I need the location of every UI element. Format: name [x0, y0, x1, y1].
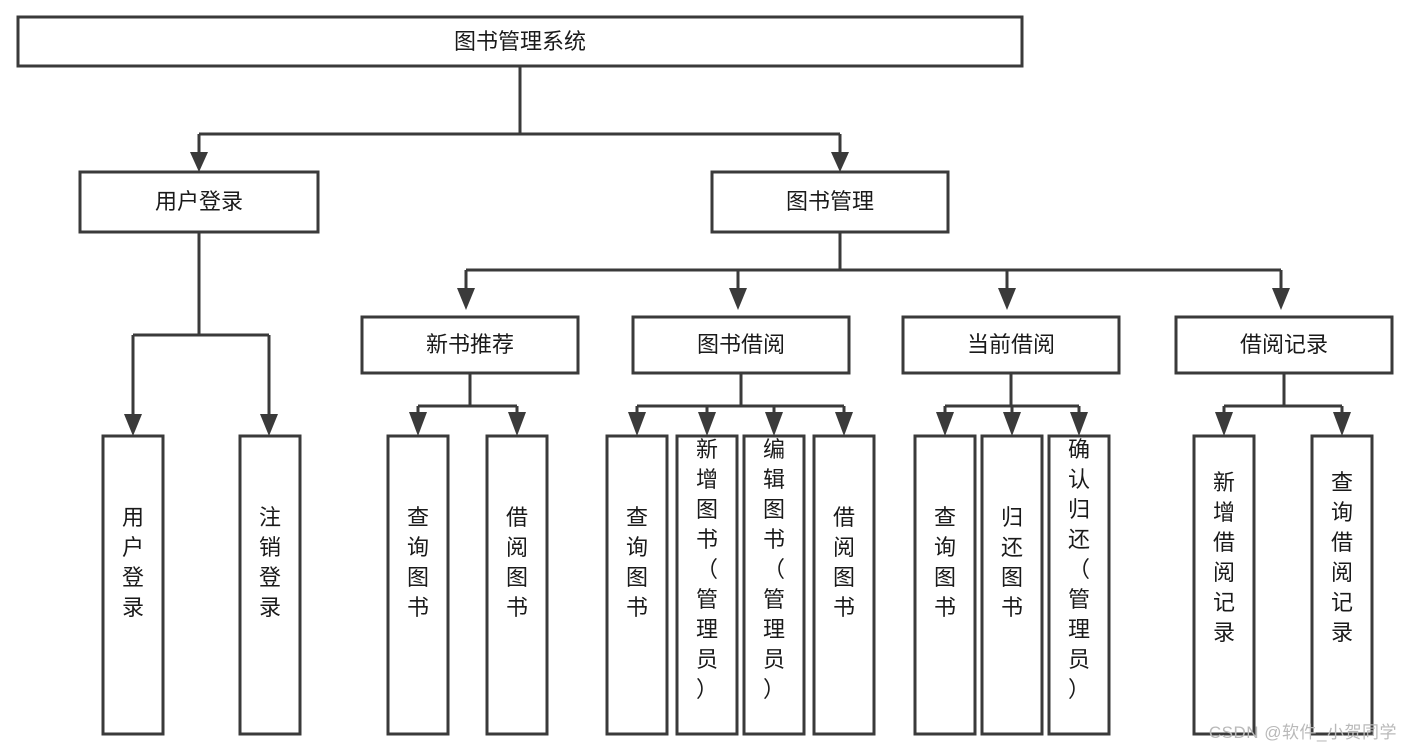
node-book-management-box[interactable] [710, 170, 950, 234]
arrow-current-borrow-leaf-0-icon [936, 412, 954, 436]
leaf-book-borrow-0-box[interactable] [605, 434, 669, 736]
leaf-borrow-record-0-box[interactable] [1192, 434, 1256, 736]
node-borrow-record[interactable]: 借阅记录 [1174, 315, 1394, 375]
watermark: CSDN @软件_小贺同学 [1208, 723, 1397, 742]
leaf-borrow-record-1-box[interactable] [1310, 434, 1374, 736]
leaf-current-borrow-1-label: 归还图书 [1001, 505, 1023, 620]
leaf-user-login-0-label: 用户登录 [122, 505, 144, 620]
node-current-borrow-label: 当前借阅 [967, 332, 1055, 357]
node-root-box[interactable] [16, 15, 1024, 68]
arrow-current-borrow-leaf-1-icon [1003, 412, 1021, 436]
arrow-to-book-mgmt-icon [831, 152, 849, 172]
arrow-new-book-leaf-1-icon [508, 412, 526, 436]
node-new-book-recommend-label: 新书推荐 [426, 332, 514, 357]
node-new-book-recommend[interactable]: 新书推荐 [360, 315, 580, 375]
leaf-new-book-1-label: 借阅图书 [506, 505, 528, 620]
leaf-current-borrow-1-box[interactable] [980, 434, 1044, 736]
leaf-book-borrow-2-label: 编辑图书（管理员） [763, 437, 785, 702]
leaf-book-borrow-3[interactable]: 借阅图书 [812, 434, 876, 736]
arrow-book-borrow-leaf-2-icon [765, 412, 783, 436]
leaf-user-login-1[interactable]: 注销登录 [238, 434, 302, 736]
arrow-to-user-login-icon [190, 152, 208, 172]
leaf-book-borrow-0-label: 查询图书 [626, 505, 648, 620]
arrow-to-new-book-icon [457, 288, 475, 310]
arrow-current-borrow-leaf-2-icon [1070, 412, 1088, 436]
leaf-book-borrow-3-label: 借阅图书 [833, 505, 855, 620]
node-new-book-recommend-box[interactable] [360, 315, 580, 375]
leaf-new-book-1-box[interactable] [485, 434, 549, 736]
leaf-user-login-0[interactable]: 用户登录 [101, 434, 165, 736]
leaf-book-borrow-2-box[interactable] [742, 434, 806, 736]
node-borrow-record-label: 借阅记录 [1240, 332, 1328, 357]
leaf-book-borrow-2[interactable]: 编辑图书（管理员） [742, 434, 806, 736]
node-user-login[interactable]: 用户登录 [78, 170, 320, 234]
node-user-login-box[interactable] [78, 170, 320, 234]
leaf-book-borrow-1-box[interactable] [675, 434, 739, 736]
leaf-user-login-0-box[interactable] [101, 434, 165, 736]
leaf-book-borrow-1[interactable]: 新增图书（管理员） [675, 434, 739, 736]
node-book-management[interactable]: 图书管理 [710, 170, 950, 234]
leaf-current-borrow-0-box[interactable] [913, 434, 977, 736]
arrow-book-borrow-leaf-1-icon [698, 412, 716, 436]
leaf-current-borrow-1[interactable]: 归还图书 [980, 434, 1044, 736]
arrow-to-book-borrow-icon [729, 288, 747, 310]
node-current-borrow-box[interactable] [901, 315, 1121, 375]
arrow-new-book-leaf-0-icon [409, 412, 427, 436]
leaf-book-borrow-0[interactable]: 查询图书 [605, 434, 669, 736]
node-borrow-record-box[interactable] [1174, 315, 1394, 375]
arrow-book-borrow-leaf-0-icon [628, 412, 646, 436]
node-book-borrow-box[interactable] [631, 315, 851, 375]
node-book-management-label: 图书管理 [786, 189, 874, 214]
leaf-new-book-1[interactable]: 借阅图书 [485, 434, 549, 736]
leaf-user-login-1-label: 注销登录 [259, 505, 281, 620]
node-root-label: 图书管理系统 [454, 29, 586, 54]
leaf-current-borrow-2-box[interactable] [1047, 434, 1111, 736]
leaf-borrow-record-1[interactable]: 查询借阅记录 [1310, 434, 1374, 736]
leaf-book-borrow-1-label: 新增图书（管理员） [696, 437, 718, 702]
node-user-login-label: 用户登录 [155, 189, 243, 214]
leaf-current-borrow-0-label: 查询图书 [934, 505, 956, 620]
arrow-to-borrow-record-icon [1272, 288, 1290, 310]
arrow-user-login-leaf-1-icon [260, 414, 278, 436]
leaf-current-borrow-0[interactable]: 查询图书 [913, 434, 977, 736]
leaf-current-borrow-2-label: 确认归还（管理员） [1068, 437, 1090, 702]
arrow-user-login-leaf-0-icon [124, 414, 142, 436]
node-current-borrow[interactable]: 当前借阅 [901, 315, 1121, 375]
arrow-book-borrow-leaf-3-icon [835, 412, 853, 436]
leaf-borrow-record-0-label: 新增借阅记录 [1213, 470, 1235, 645]
leaf-new-book-0[interactable]: 查询图书 [386, 434, 450, 736]
leaf-new-book-0-label: 查询图书 [407, 505, 429, 620]
leaf-new-book-0-box[interactable] [386, 434, 450, 736]
arrow-to-current-borrow-icon [998, 288, 1016, 310]
node-book-borrow-label: 图书借阅 [697, 332, 785, 357]
node-root[interactable]: 图书管理系统 [16, 15, 1024, 68]
leaf-current-borrow-2[interactable]: 确认归还（管理员） [1047, 434, 1111, 736]
leaf-borrow-record-0[interactable]: 新增借阅记录 [1192, 434, 1256, 736]
node-book-borrow[interactable]: 图书借阅 [631, 315, 851, 375]
connectors-layer [124, 66, 1351, 436]
arrow-borrow-record-leaf-1-icon [1333, 412, 1351, 436]
leaf-user-login-1-box[interactable] [238, 434, 302, 736]
arrow-borrow-record-leaf-0-icon [1215, 412, 1233, 436]
leaf-borrow-record-1-label: 查询借阅记录 [1331, 470, 1353, 645]
leaf-book-borrow-3-box[interactable] [812, 434, 876, 736]
